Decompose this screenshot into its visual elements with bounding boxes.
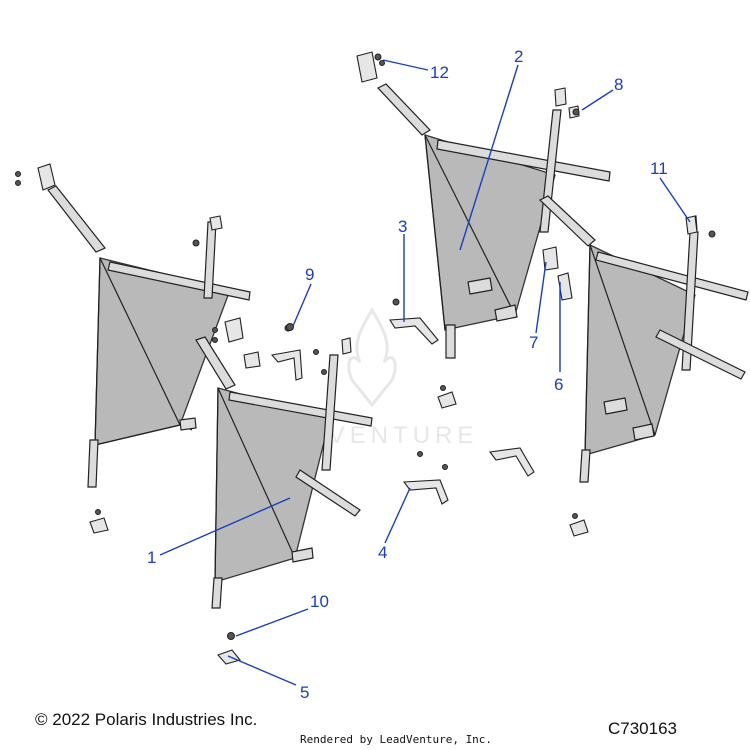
net-assembly-right-front bbox=[538, 195, 749, 483]
callout-10: 10 bbox=[310, 592, 329, 611]
pin-part-8 bbox=[572, 108, 580, 116]
copyright-text: © 2022 Polaris Industries Inc. bbox=[35, 710, 258, 729]
callout-12: 12 bbox=[430, 63, 449, 82]
net-assembly-left-front bbox=[195, 317, 373, 609]
callout-labels: 1 2 3 4 5 6 7 8 9 10 11 12 bbox=[147, 47, 668, 702]
callout-11: 11 bbox=[650, 159, 668, 178]
screw-part-12 bbox=[374, 53, 385, 66]
net-assembly-right-rear bbox=[356, 51, 611, 359]
latch-part-7 bbox=[542, 246, 559, 271]
bracket-part-4 bbox=[402, 451, 449, 505]
screw-part-10 bbox=[227, 632, 235, 640]
screw-part-9 bbox=[286, 323, 294, 331]
watermark-flame-icon bbox=[347, 307, 397, 408]
clip-part-5 bbox=[89, 385, 589, 665]
callout-8: 8 bbox=[614, 75, 623, 94]
callout-9: 9 bbox=[305, 265, 314, 284]
callout-6: 6 bbox=[554, 375, 563, 394]
callout-4: 4 bbox=[378, 543, 387, 562]
bracket-part-4-right bbox=[488, 447, 535, 477]
callout-5: 5 bbox=[300, 683, 309, 702]
drawing-number: C730163 bbox=[608, 719, 678, 738]
rendered-by-text: Rendered by LeadVenture, Inc. bbox=[300, 733, 493, 746]
bracket-part-4-left bbox=[270, 324, 327, 381]
callout-2: 2 bbox=[514, 47, 523, 66]
net-assembly-left-rear bbox=[15, 163, 251, 488]
callout-7: 7 bbox=[529, 333, 538, 352]
callout-1: 1 bbox=[147, 548, 156, 567]
bracket-part-3 bbox=[389, 298, 439, 345]
callout-leaders bbox=[159, 59, 691, 686]
callout-3: 3 bbox=[398, 217, 407, 236]
